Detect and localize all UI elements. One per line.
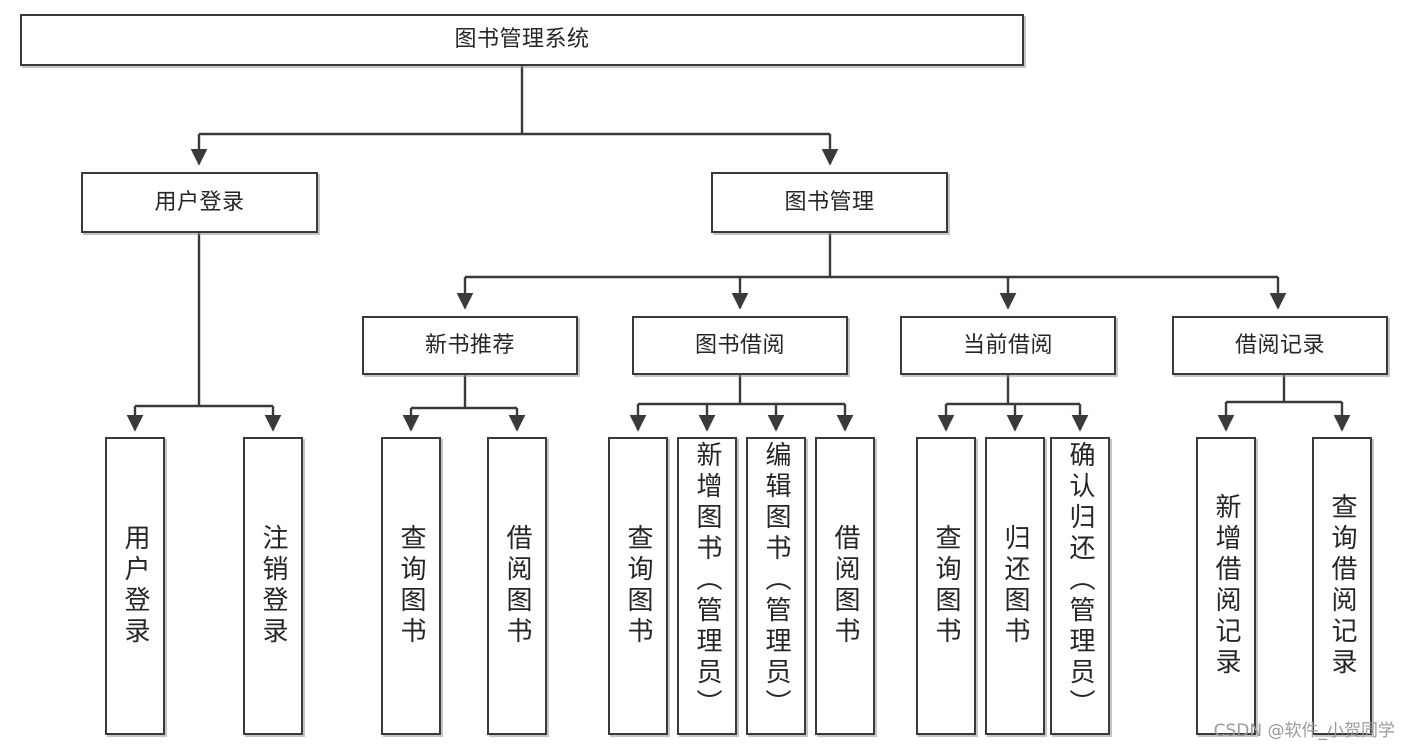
node-root-label: 图书管理系统 (454, 27, 590, 53)
node-root[interactable]: 图书管理系统 (20, 14, 1024, 66)
node-leaf-add-book-label: 新增图书（管理员） (692, 441, 722, 720)
node-new-book-recommend-label: 新书推荐 (424, 332, 515, 358)
node-leaf-borrow-book-2-label: 借阅图书 (830, 524, 860, 648)
node-leaf-user-login[interactable]: 用户登录 (105, 437, 165, 735)
node-leaf-user-login-label: 用户登录 (120, 524, 150, 648)
node-leaf-confirm-return-label: 确认归还（管理员） (1065, 441, 1095, 720)
node-leaf-confirm-return[interactable]: 确认归还（管理员） (1050, 437, 1110, 735)
node-leaf-query-book-2-label: 查询图书 (623, 524, 653, 648)
node-user-login[interactable]: 用户登录 (81, 172, 318, 233)
node-leaf-return-book-label: 归还图书 (1000, 524, 1030, 648)
node-leaf-edit-book-label: 编辑图书（管理员） (761, 441, 791, 720)
node-current-borrow[interactable]: 当前借阅 (900, 316, 1116, 375)
node-leaf-edit-book[interactable]: 编辑图书（管理员） (746, 437, 806, 735)
node-book-borrow-label: 图书借阅 (694, 332, 785, 358)
node-leaf-add-record[interactable]: 新增借阅记录 (1196, 437, 1256, 735)
node-leaf-return-book[interactable]: 归还图书 (985, 437, 1045, 735)
node-leaf-add-book[interactable]: 新增图书（管理员） (677, 437, 737, 735)
node-leaf-query-book-3[interactable]: 查询图书 (916, 437, 976, 735)
node-leaf-user-logout[interactable]: 注销登录 (243, 437, 303, 735)
node-leaf-query-book-3-label: 查询图书 (931, 524, 961, 648)
node-leaf-query-book-2[interactable]: 查询图书 (608, 437, 668, 735)
node-leaf-query-record[interactable]: 查询借阅记录 (1312, 437, 1372, 735)
node-leaf-user-logout-label: 注销登录 (258, 524, 288, 648)
node-book-manage-label: 图书管理 (784, 189, 875, 215)
node-leaf-query-book-1[interactable]: 查询图书 (381, 437, 441, 735)
node-borrow-record[interactable]: 借阅记录 (1172, 316, 1388, 375)
node-leaf-query-book-1-label: 查询图书 (396, 524, 426, 648)
node-book-manage[interactable]: 图书管理 (711, 172, 948, 233)
node-leaf-borrow-book-2[interactable]: 借阅图书 (815, 437, 875, 735)
node-borrow-record-label: 借阅记录 (1234, 332, 1325, 358)
watermark-text: CSDN @软件_小贺同学 (1213, 721, 1395, 741)
node-leaf-borrow-book-1-label: 借阅图书 (502, 524, 532, 648)
node-leaf-borrow-book-1[interactable]: 借阅图书 (487, 437, 547, 735)
node-new-book-recommend[interactable]: 新书推荐 (362, 316, 578, 375)
node-leaf-add-record-label: 新增借阅记录 (1211, 493, 1241, 679)
node-book-borrow[interactable]: 图书借阅 (632, 316, 848, 375)
node-current-borrow-label: 当前借阅 (962, 332, 1053, 358)
node-leaf-query-record-label: 查询借阅记录 (1327, 493, 1357, 679)
node-user-login-label: 用户登录 (154, 189, 245, 215)
